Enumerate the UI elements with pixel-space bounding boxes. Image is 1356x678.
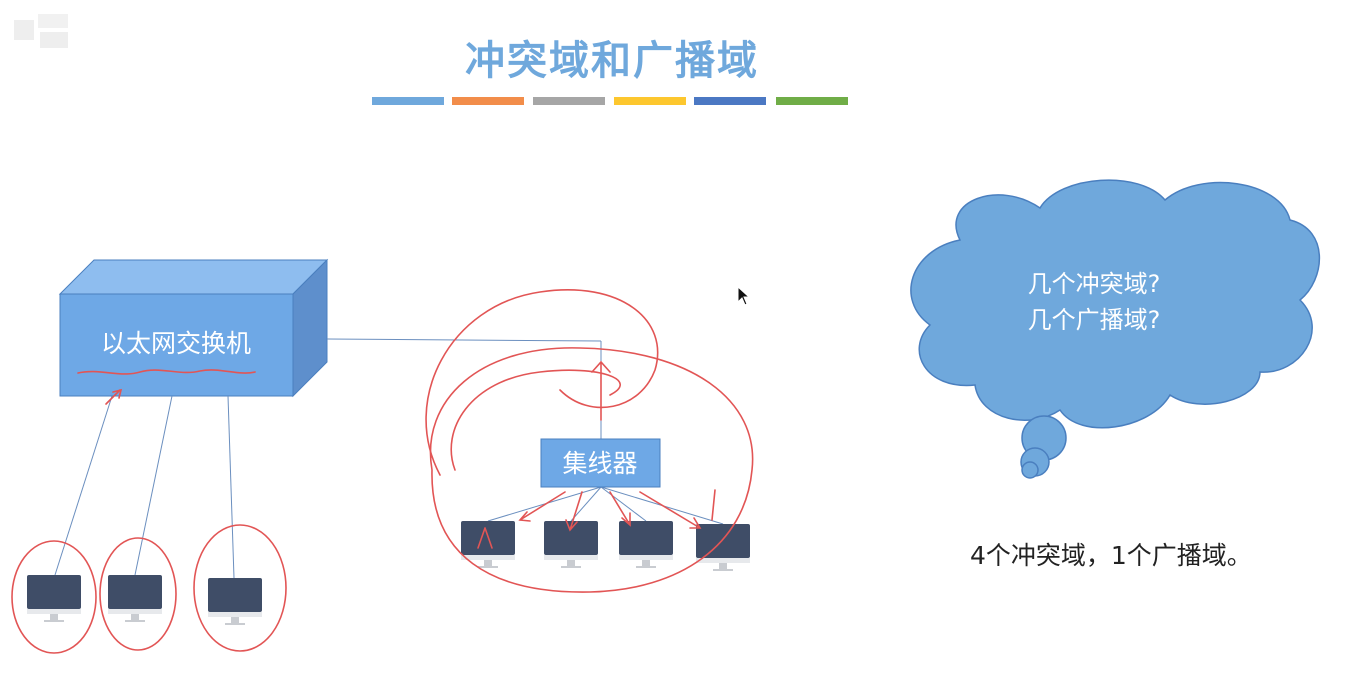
- thought-cloud: 几个冲突域? 几个广播域?: [910, 179, 1321, 479]
- accent-bar-1: [372, 97, 444, 105]
- cloud-question-collision: 几个冲突域?: [1028, 270, 1161, 298]
- slide-title: 冲突域和广播域: [465, 38, 759, 84]
- accent-bar-6: [776, 97, 848, 105]
- red-annotations: [11, 289, 754, 654]
- computer-monitor-icon: [696, 524, 750, 571]
- accent-bar-5: [694, 97, 766, 105]
- computer-monitor-icon: [27, 575, 81, 622]
- computer-monitor-icon: [619, 521, 673, 568]
- hub-label: 集线器: [562, 449, 637, 478]
- computer-monitor-icon: [108, 575, 162, 622]
- hub: 集线器: [540, 438, 661, 488]
- answer-text: 4个冲突域，1个广播域。: [970, 541, 1252, 570]
- accent-bar-4: [614, 97, 686, 105]
- cloud-question-broadcast: 几个广播域?: [1028, 306, 1161, 334]
- mouse-cursor-icon: [737, 286, 751, 306]
- computer-monitor-icon: [208, 578, 262, 625]
- accent-bar-2: [452, 97, 524, 105]
- switch-label: 以太网交换机: [101, 329, 251, 358]
- accent-bar-3: [533, 97, 605, 105]
- ethernet-switch: 以太网交换机: [58, 258, 329, 398]
- logo-mark: [14, 14, 68, 48]
